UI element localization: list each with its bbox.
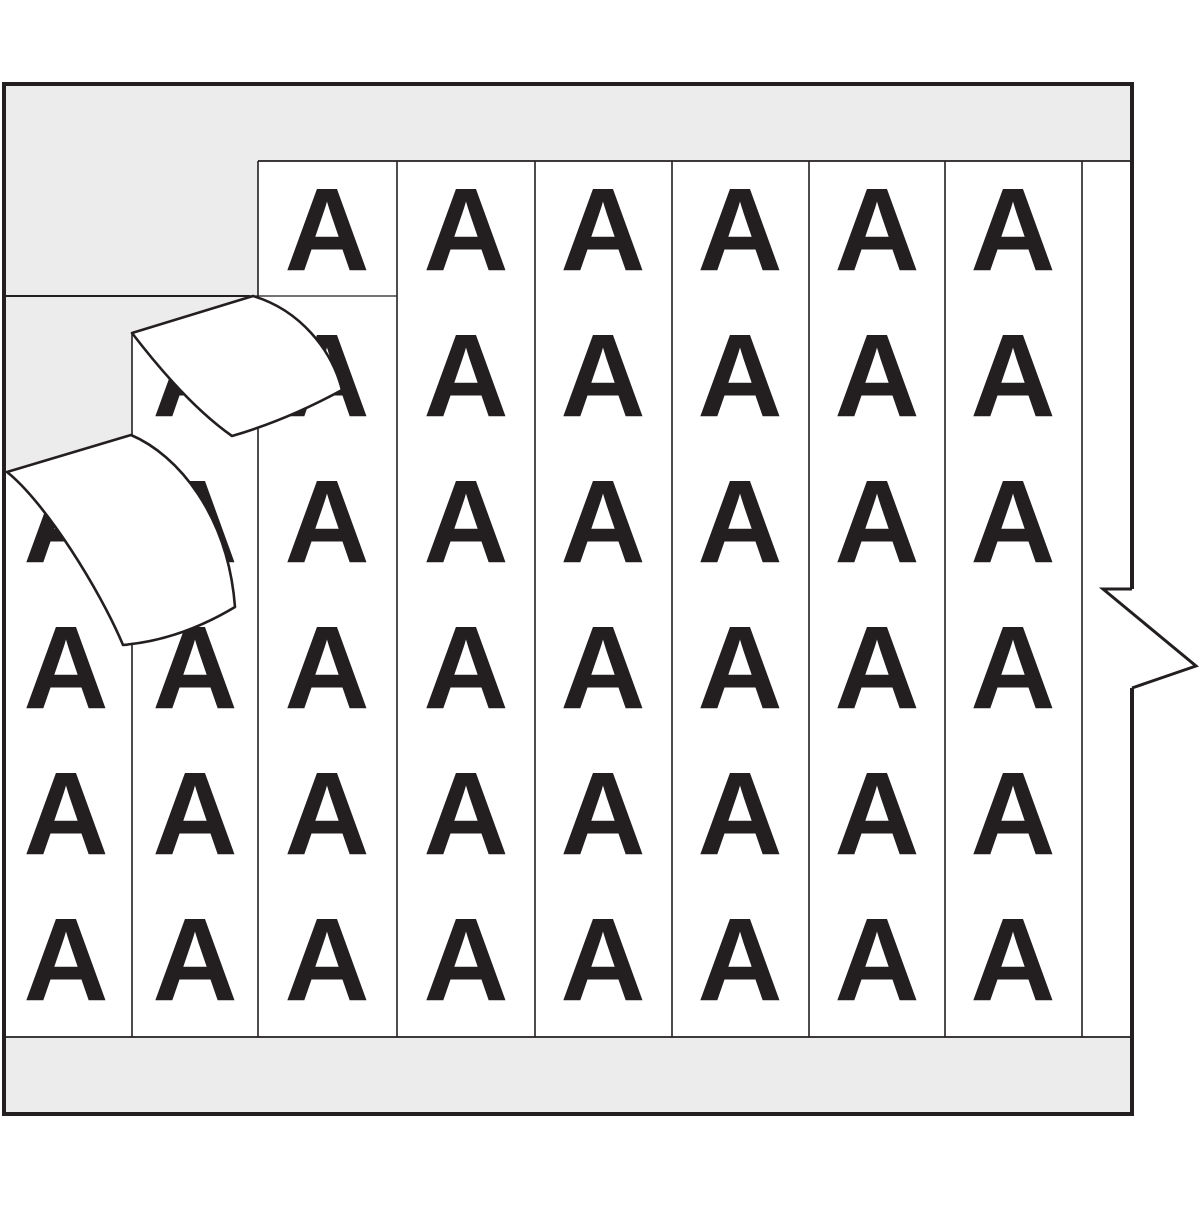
marker-letter: A [23,748,108,880]
marker-letter: A [697,602,782,734]
peel-tab-arrow-icon [1098,587,1200,690]
marker-letter: A [697,894,782,1026]
marker-letter: A [970,164,1055,296]
marker-letter: A [970,748,1055,880]
marker-letter: A [284,164,369,296]
marker-letter: A [423,894,508,1026]
marker-letter: A [834,310,919,442]
marker-letter: A [560,748,645,880]
marker-letter: A [970,602,1055,734]
marker-letter: A [560,164,645,296]
marker-letter: A [697,310,782,442]
marker-letter: A [697,456,782,588]
marker-letter: A [152,894,237,1026]
marker-letter: A [560,602,645,734]
marker-letter: A [834,748,919,880]
exposed-liner-area [4,84,1132,473]
marker-letter: A [697,748,782,880]
marker-letter: A [834,164,919,296]
marker-letter: A [284,894,369,1026]
label-strip-separators [4,160,1132,1038]
marker-letter: A [970,310,1055,442]
marker-letter: A [284,748,369,880]
marker-letter: A [423,456,508,588]
peeled-label-flap-bottom [5,433,237,647]
marker-letter: A [834,456,919,588]
marker-letter: A [697,164,782,296]
marker-letter: A [834,602,919,734]
marker-letter: A [560,310,645,442]
marker-letter: A [834,894,919,1026]
marker-letter: A [284,456,369,588]
marker-letter: A [423,164,508,296]
marker-letter: A [970,894,1055,1026]
marker-letters: AAAAAAAAAAAAAAAAAAAAAAAAAAAAAAAAAAAAAAAA… [23,164,1055,1026]
marker-letter: A [423,748,508,880]
marker-letter: A [560,456,645,588]
marker-letter: A [152,748,237,880]
marker-letter: A [284,602,369,734]
marker-letter: A [23,894,108,1026]
marker-letter: A [423,310,508,442]
marker-letter: A [560,894,645,1026]
card-border [2,82,1134,1116]
card-bottom-margin [4,1037,1132,1114]
marker-letter: A [23,602,108,734]
marker-letter: A [970,456,1055,588]
peeled-label-flap-top [130,294,344,438]
marker-letter: A [423,602,508,734]
